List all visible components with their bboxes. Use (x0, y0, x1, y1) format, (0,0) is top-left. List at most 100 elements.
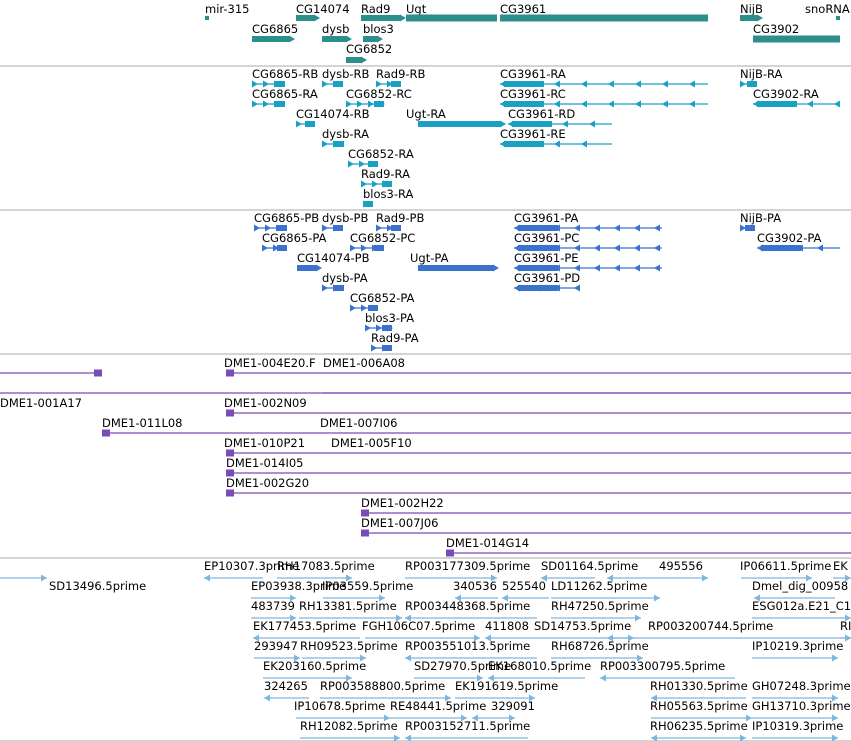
feature[interactable]: GH13710.3prime (752, 699, 851, 722)
feature[interactable]: CG14074 (296, 2, 350, 22)
feature[interactable]: RH13381.5prime (299, 599, 402, 622)
feature[interactable]: IP10319.3prime (752, 719, 843, 742)
feature[interactable]: Ugt-RA (406, 107, 506, 128)
feature-glyph[interactable] (740, 15, 757, 21)
feature[interactable]: 329091 (472, 699, 535, 722)
feature[interactable]: DME1-007I06 (320, 416, 398, 430)
feature[interactable]: DME1-011L08 (102, 416, 851, 437)
feature[interactable]: CG3961-RA (500, 67, 708, 88)
feature-glyph[interactable] (322, 36, 346, 42)
feature[interactable]: 293947 (254, 639, 300, 662)
feature[interactable]: 324265 (264, 679, 309, 702)
feature[interactable]: CG14074-RB (296, 107, 370, 128)
feature[interactable]: blos3 (363, 22, 394, 43)
feature[interactable]: DME1-004E20.F (224, 356, 851, 377)
feature[interactable]: Rad9-PA (371, 331, 419, 352)
feature[interactable]: mir-315 (205, 2, 250, 20)
feature-glyph[interactable] (418, 121, 500, 127)
feature[interactable]: Rad9-PB (376, 211, 424, 232)
feature[interactable]: IP10219.3prime (752, 639, 843, 662)
feature[interactable]: RH47250.5prime (551, 599, 649, 622)
feature[interactable]: RP003588800.5prime (320, 679, 451, 702)
feature-glyph[interactable] (252, 36, 289, 42)
feature[interactable] (0, 369, 102, 377)
feature[interactable]: NijB-PA (740, 211, 781, 232)
feature-glyph[interactable] (346, 57, 361, 63)
feature[interactable]: EK191619.5prime (455, 679, 558, 702)
feature[interactable]: EP10307.3prime (204, 559, 299, 582)
feature[interactable]: blos3-PA (365, 311, 414, 332)
feature[interactable]: dysb-RB (322, 67, 370, 88)
feature-glyph[interactable] (500, 14, 708, 22)
feature[interactable]: DME1-002H22 (361, 496, 851, 517)
feature[interactable]: EK (833, 559, 851, 582)
feature[interactable]: RH06235.5prime (650, 719, 748, 742)
feature[interactable]: DME1-007J06 (361, 516, 851, 537)
feature[interactable]: RH09523.5prime (300, 639, 398, 662)
feature[interactable]: CG6865 (252, 22, 298, 43)
feature[interactable]: DME1-002N09 (224, 396, 851, 417)
feature[interactable]: CG6852-RC (346, 87, 412, 108)
feature[interactable]: EK203160.5prime (263, 659, 366, 682)
feature[interactable]: IP03559.5prime (322, 579, 413, 602)
feature[interactable]: EK177453.5prime (253, 619, 360, 642)
feature[interactable]: RP003300795.5prime (600, 659, 735, 682)
feature[interactable]: CG3902-PA (757, 231, 840, 252)
feature[interactable]: RH01330.5prime (650, 679, 748, 702)
feature[interactable]: RH12082.5prime (300, 719, 400, 742)
feature[interactable]: 525540 (502, 579, 549, 602)
feature[interactable]: CG6852-RA (348, 147, 414, 168)
feature-glyph[interactable] (836, 16, 840, 20)
feature[interactable]: CG3961-PA (514, 211, 662, 232)
feature[interactable]: CG6852-PC (350, 231, 415, 252)
feature-glyph[interactable] (406, 14, 497, 22)
feature[interactable]: RH05563.5prime (650, 699, 752, 722)
feature[interactable]: CG3961-RC (500, 87, 708, 108)
feature-glyph[interactable] (363, 36, 377, 42)
feature[interactable]: Ugt (406, 2, 497, 22)
feature[interactable]: ESG012a.E21_C1 (752, 599, 851, 622)
feature-glyph[interactable] (296, 15, 314, 21)
feature[interactable]: LD11262.5prime (551, 579, 660, 602)
feature[interactable]: CG6865-PA (262, 231, 327, 252)
feature[interactable]: RP003177309.5prime (405, 559, 530, 582)
feature[interactable]: dysb-RA (322, 127, 369, 148)
feature[interactable]: CG3961-RD (508, 107, 612, 128)
feature[interactable]: IP06611.5prime (740, 559, 831, 582)
feature[interactable]: CG6865-RB (252, 67, 318, 88)
feature-glyph[interactable] (361, 15, 400, 21)
feature[interactable]: RI (840, 619, 851, 642)
feature[interactable]: RP003152711.5prime (405, 719, 530, 742)
feature[interactable]: DME1-014I05 (226, 456, 851, 477)
feature[interactable]: CG6865-RA (252, 87, 318, 108)
feature[interactable]: CG14074-PB (297, 251, 370, 272)
feature[interactable]: GH07248.3prime (752, 679, 851, 702)
feature[interactable]: FGH106C07.5prime (362, 619, 480, 642)
feature[interactable]: SD13496.5prime (0, 574, 146, 594)
feature[interactable]: Rad9-RB (376, 67, 426, 88)
feature[interactable]: IP10678.5prime (294, 699, 390, 722)
feature[interactable]: RH68726.5prime (551, 639, 649, 662)
feature[interactable]: RP003551013.5prime (405, 639, 537, 662)
feature[interactable]: Rad9 (361, 2, 406, 22)
feature[interactable]: CG3961-RE (500, 127, 612, 148)
feature[interactable]: dysb (322, 22, 352, 43)
feature[interactable]: CG3961-PC (514, 231, 662, 252)
feature[interactable]: 340536 (453, 579, 498, 602)
feature[interactable]: dysb-PB (322, 211, 368, 232)
feature[interactable]: CG3902 (753, 22, 840, 43)
feature[interactable]: DME1-002G20 (226, 476, 851, 497)
feature-glyph[interactable] (418, 265, 493, 271)
feature[interactable]: SD27970.5prime (414, 659, 511, 682)
feature[interactable]: NijB (740, 2, 763, 22)
feature[interactable]: CG6852 (346, 42, 392, 64)
feature[interactable]: CG3902-RA (753, 87, 840, 108)
feature[interactable]: CG3961-PE (514, 251, 662, 272)
feature[interactable]: dysb-PA (322, 271, 368, 292)
feature[interactable]: CG3961-PD (514, 271, 580, 292)
feature[interactable]: Rad9-RA (361, 167, 410, 188)
feature[interactable]: DME1-014G14 (446, 536, 851, 557)
feature[interactable]: 411808 (485, 619, 534, 642)
feature[interactable]: 495556 (607, 559, 708, 582)
feature[interactable]: RE48441.5prime (390, 699, 486, 722)
